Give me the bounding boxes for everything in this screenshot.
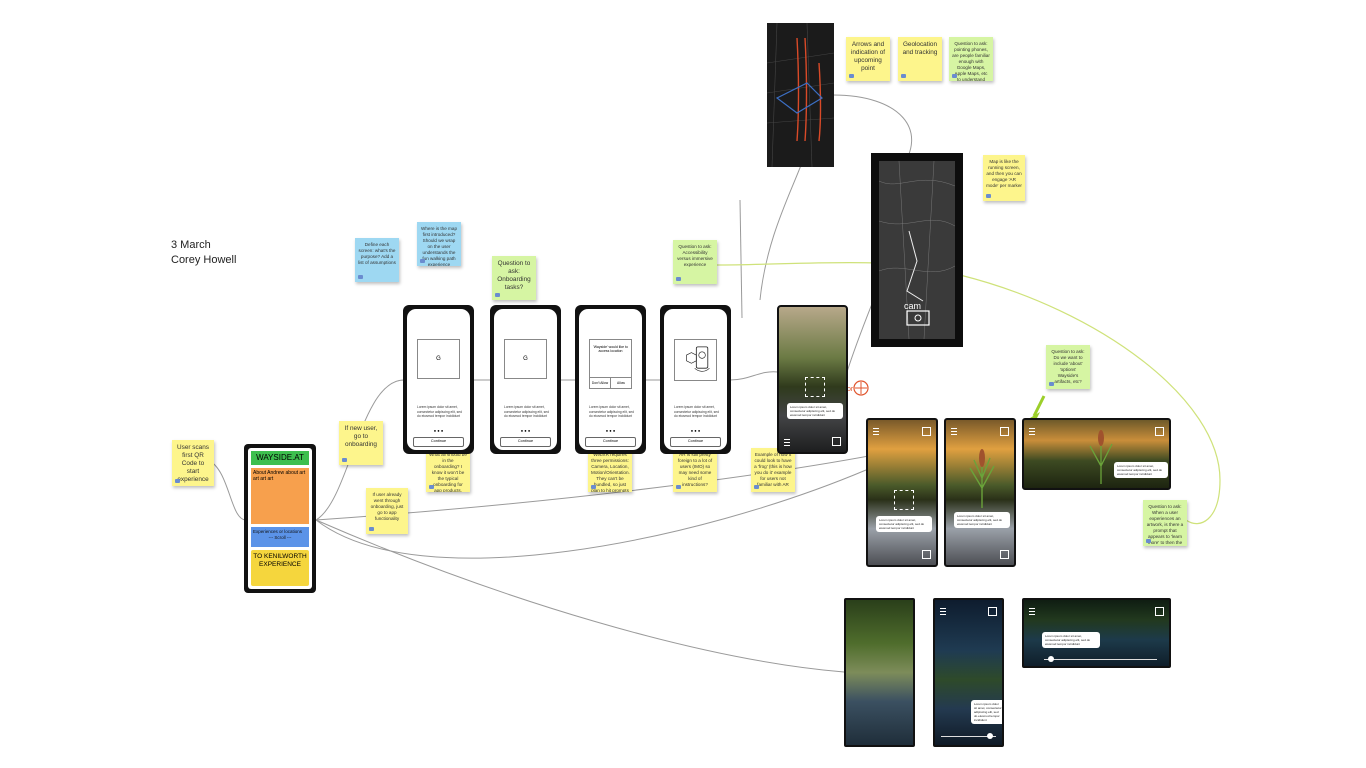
info-bubble: Lorem ipsum dolor sit amet, consectetur … — [876, 516, 932, 532]
dont-allow-button[interactable]: Don't Allow — [590, 378, 611, 388]
map-sketch-screen: cam — [871, 153, 963, 347]
menu-icon[interactable] — [1029, 608, 1035, 615]
river-landscape[interactable]: Lorem ipsum dolor sit amet, consectetur … — [1022, 598, 1171, 668]
info-bubble: Lorem ipsum dolor sit amet, consectetur … — [787, 403, 843, 419]
sticky-qr-scan: User scans first QR Code to start experi… — [172, 440, 214, 486]
board-author: Corey Howell — [171, 254, 237, 266]
reed-plant-illustration — [969, 449, 995, 508]
svg-text:or: or — [847, 386, 854, 393]
sticky-new-user: If new user, go to onboarding — [339, 421, 383, 465]
ar-sunset-landscape[interactable]: Lorem ipsum dolor sit amet, consectetur … — [1022, 418, 1171, 490]
ar-sunset-screen-1[interactable]: Lorem ipsum dolor sit amet, consectetur … — [866, 418, 938, 567]
continue-button[interactable]: Continue — [670, 437, 721, 447]
reed-plant-illustration — [1089, 430, 1113, 484]
sticky-q-accessibility: Question to ask: Accessibility versus im… — [673, 240, 717, 284]
scroll-label: --- Scroll --- — [268, 535, 292, 540]
experiences-label: Experiences or locations — [253, 529, 303, 534]
map-icon[interactable] — [922, 427, 931, 436]
allow-button[interactable]: Allow — [617, 381, 625, 385]
page-dots: ● ● ● — [520, 428, 531, 433]
image-placeholder: G — [504, 339, 547, 379]
sticky-permissions: WebXR requires three permissions: Camera… — [588, 448, 632, 492]
progress-knob[interactable] — [1048, 656, 1054, 662]
sticky-what-onboarding: What all should be in the onboarding? I … — [426, 448, 470, 492]
sticky-example-thing: Example of how it could look to have a '… — [751, 448, 795, 492]
onboarding-text: Lorem ipsum dolor sit amet, consectetur … — [504, 405, 549, 418]
sticky-ar-foreign: AR is still pretty foreign to a lot of u… — [673, 448, 717, 492]
experiences-section: Experiences or locations --- Scroll --- — [251, 527, 309, 547]
info-bubble: Lorem ipsum dolor sit amet, consectetur … — [971, 700, 1002, 724]
map-icon[interactable] — [832, 437, 841, 446]
about-section: About Andrew about art art art art — [251, 468, 309, 524]
permission-dialog: 'Wayside' would like to access location … — [589, 339, 632, 389]
sticky-already-onboarded: If user already went through onboarding,… — [366, 488, 408, 534]
river-screen-1[interactable] — [844, 598, 915, 747]
map-icon[interactable] — [1155, 607, 1164, 616]
sticky-map-running: Map is like the running screen, and then… — [983, 155, 1025, 201]
phone-sketch-illustration — [674, 339, 717, 381]
progress-knob[interactable] — [987, 733, 993, 739]
sticky-q-onboarding: Question to ask: Onboarding tasks? — [492, 256, 536, 300]
sticky-q-experience: Question to ask: When a user experiences… — [1143, 500, 1187, 546]
onboarding-text: Lorem ipsum dolor sit amet, consectetur … — [674, 405, 719, 418]
map-icon-bottom[interactable] — [1000, 550, 1009, 559]
sticky-arrows: Arrows and indication of upcoming point — [846, 37, 890, 81]
progress-track[interactable] — [1044, 659, 1157, 660]
menu-icon[interactable] — [873, 428, 879, 435]
onboarding-screen-3[interactable]: 'Wayside' would like to access location … — [575, 305, 646, 454]
river-screen-2[interactable]: Lorem ipsum dolor sit amet, consectetur … — [933, 598, 1004, 747]
sticky-geolocation: Geolocation and tracking — [898, 37, 942, 81]
sticky-map-intro: Where is the map first introduced? Shoul… — [417, 222, 461, 266]
sticky-q-walking: Question to ask: pointing phones, are pe… — [949, 37, 993, 81]
ar-arrows-screen — [766, 22, 835, 168]
qr-target — [805, 377, 825, 397]
menu-icon[interactable] — [951, 428, 957, 435]
info-bubble: Lorem ipsum dolor sit amet, consectetur … — [954, 512, 1010, 528]
onboarding-screen-4[interactable]: Lorem ipsum dolor sit amet, consectetur … — [660, 305, 731, 454]
map-icon[interactable] — [1000, 427, 1009, 436]
sticky-q-about: Question to ask: Do we want to include '… — [1046, 345, 1090, 389]
menu-icon[interactable] — [784, 439, 790, 446]
onboarding-text: Lorem ipsum dolor sit amet, consectetur … — [417, 405, 462, 418]
menu-icon[interactable] — [940, 608, 946, 615]
home-wireframe[interactable]: WAYSIDE.AT About Andrew about art art ar… — [244, 444, 316, 593]
sticky-define-screens: Define each screen: what's the purpose? … — [355, 238, 399, 282]
page-dots: ● ● ● — [433, 428, 444, 433]
onboarding-screen-1[interactable]: G Lorem ipsum dolor sit amet, consectetu… — [403, 305, 474, 454]
continue-button[interactable]: Continue — [413, 437, 464, 447]
menu-icon[interactable] — [1029, 428, 1035, 435]
satellite-map: cam — [878, 160, 956, 340]
onboarding-text: Lorem ipsum dolor sit amet, consectetur … — [589, 405, 634, 418]
continue-button[interactable]: Continue — [500, 437, 551, 447]
map-icon[interactable] — [1155, 427, 1164, 436]
onboarding-screen-2[interactable]: G Lorem ipsum dolor sit amet, consectetu… — [490, 305, 561, 454]
info-bubble: Lorem ipsum dolor sit amet, consectetur … — [1114, 462, 1168, 478]
ar-sunset-screen-2[interactable]: Lorem ipsum dolor sit amet, consectetur … — [944, 418, 1016, 567]
cam-label: cam — [904, 301, 921, 311]
brand-bar: WAYSIDE.AT — [251, 451, 309, 465]
image-placeholder: G — [417, 339, 460, 379]
page-dots: ● ● ● — [605, 428, 616, 433]
map-icon-bottom[interactable] — [922, 550, 931, 559]
continue-button[interactable]: Continue — [585, 437, 636, 447]
qr-target — [894, 490, 914, 510]
kenilworth-cta[interactable]: TO KENILWORTH EXPERIENCE — [251, 550, 309, 586]
ar-camera-screen[interactable]: Lorem ipsum dolor sit amet, consectetur … — [777, 305, 848, 454]
board-date: 3 March — [171, 239, 211, 251]
info-bubble: Lorem ipsum dolor sit amet, consectetur … — [1042, 632, 1100, 648]
page-dots: ● ● ● — [690, 428, 701, 433]
map-icon[interactable] — [988, 607, 997, 616]
progress-track[interactable] — [941, 736, 996, 737]
board-title: 3 March Corey Howell — [171, 238, 236, 268]
